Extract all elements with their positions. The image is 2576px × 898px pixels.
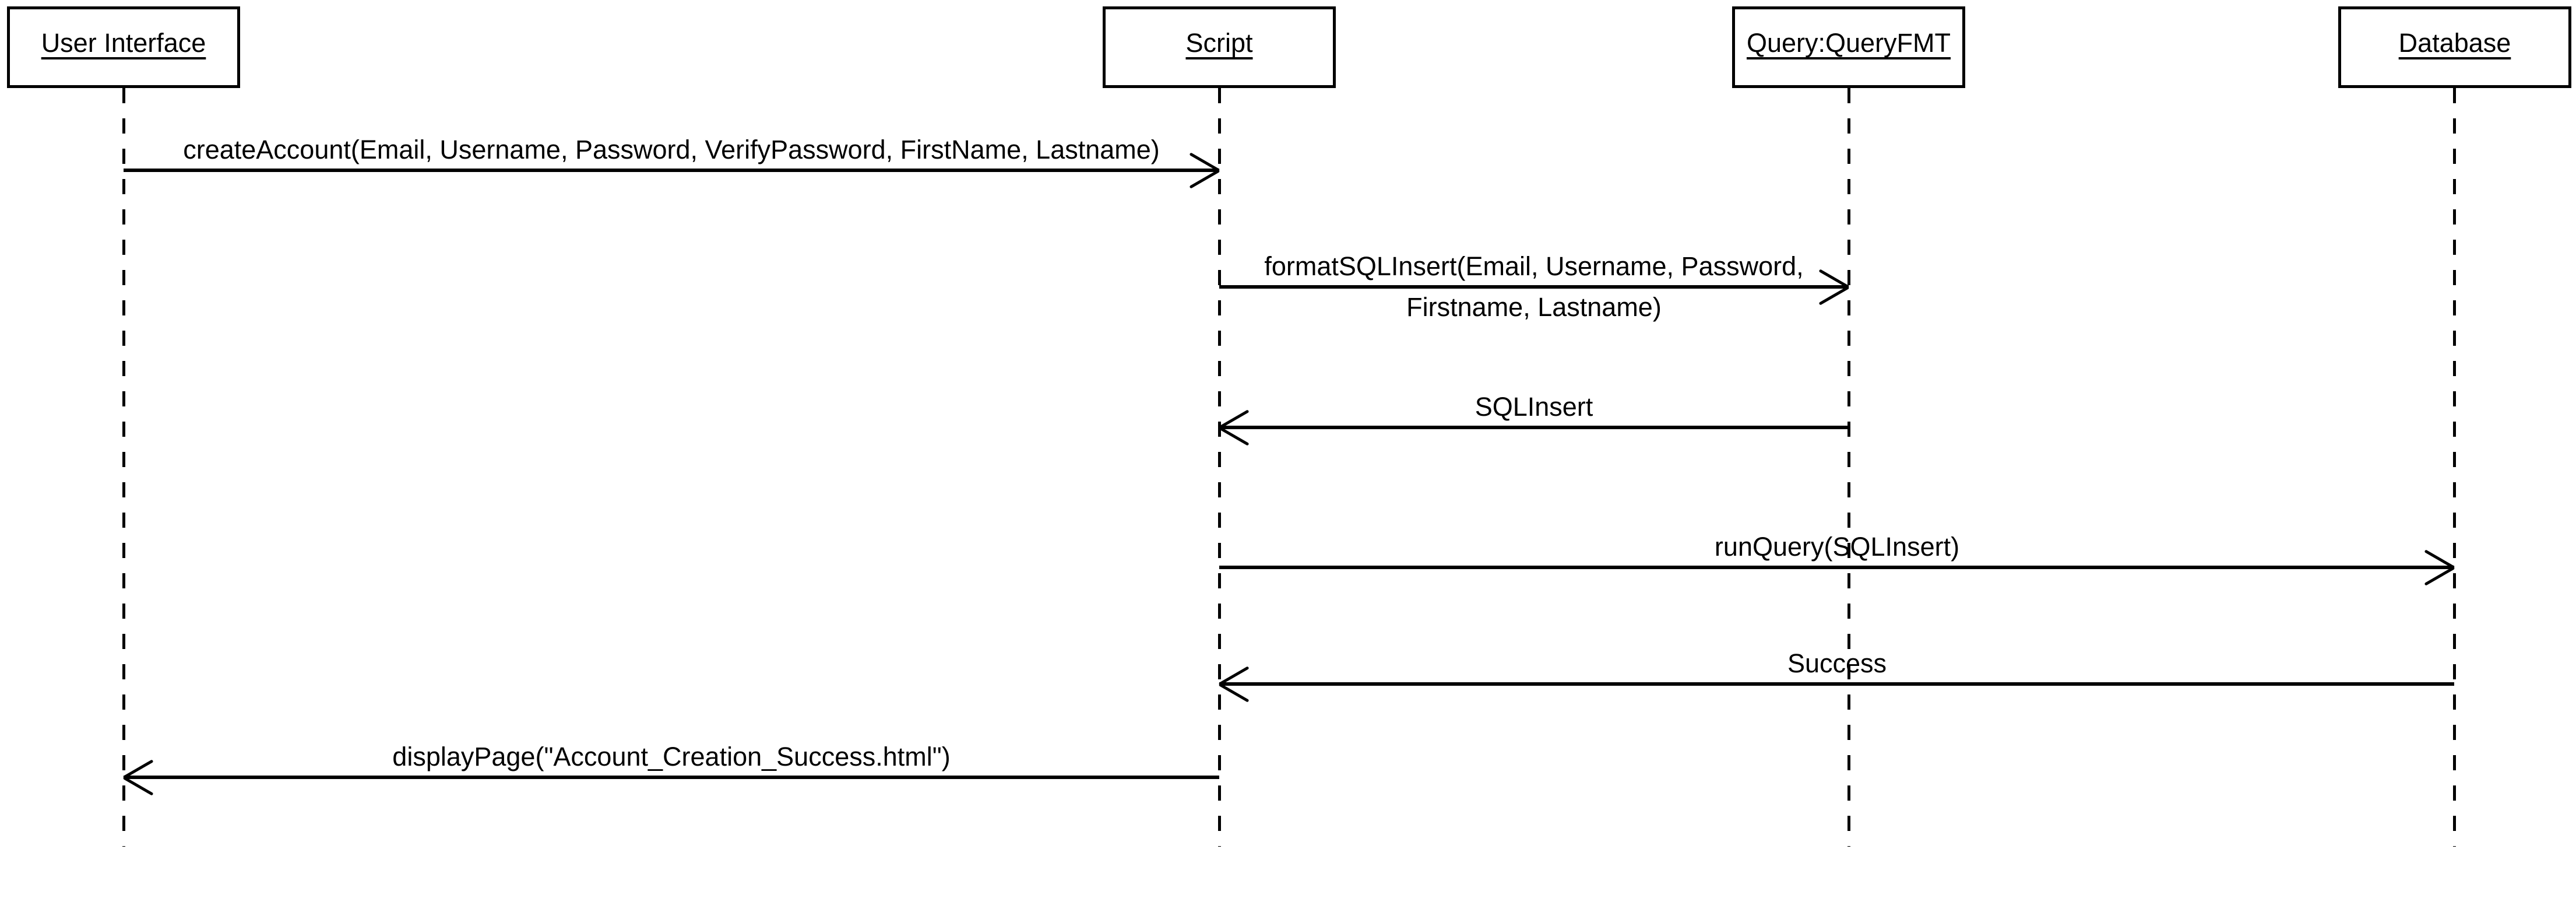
message-label-line1: formatSQLInsert(Email, Username, Passwor… (1264, 251, 1804, 281)
actor-label-user-interface: User Interface (41, 28, 206, 58)
message-label: Success (1787, 648, 1887, 678)
message-line (1219, 285, 1849, 289)
message-line (124, 169, 1219, 172)
actor-label-query-queryfmt: Query:QueryFMT (1746, 28, 1951, 58)
message-label-line2: Firstname, Lastname) (1406, 292, 1662, 322)
message-label: SQLInsert (1474, 392, 1593, 422)
message-line (124, 776, 1219, 779)
message-label: displayPage("Account_Creation_Success.ht… (392, 742, 951, 771)
lifeline-script (1218, 88, 1221, 847)
actor-label-database: Database (2398, 28, 2511, 58)
lifeline-query-queryfmt (1847, 88, 1850, 847)
message-label: runQuery(SQLInsert) (1714, 532, 1960, 562)
message-line (1219, 566, 2454, 569)
message-line (1219, 426, 1849, 429)
lifeline-database (2453, 88, 2456, 847)
message-line (1219, 682, 2454, 686)
message-label: createAccount(Email, Username, Password,… (183, 135, 1160, 164)
actor-box-query-queryfmt: Query:QueryFMT (1732, 6, 1965, 88)
actor-box-user-interface: User Interface (7, 6, 240, 88)
actor-label-script: Script (1185, 28, 1253, 58)
actor-box-database: Database (2338, 6, 2571, 88)
actor-box-script: Script (1103, 6, 1336, 88)
lifeline-user-interface (122, 88, 125, 847)
